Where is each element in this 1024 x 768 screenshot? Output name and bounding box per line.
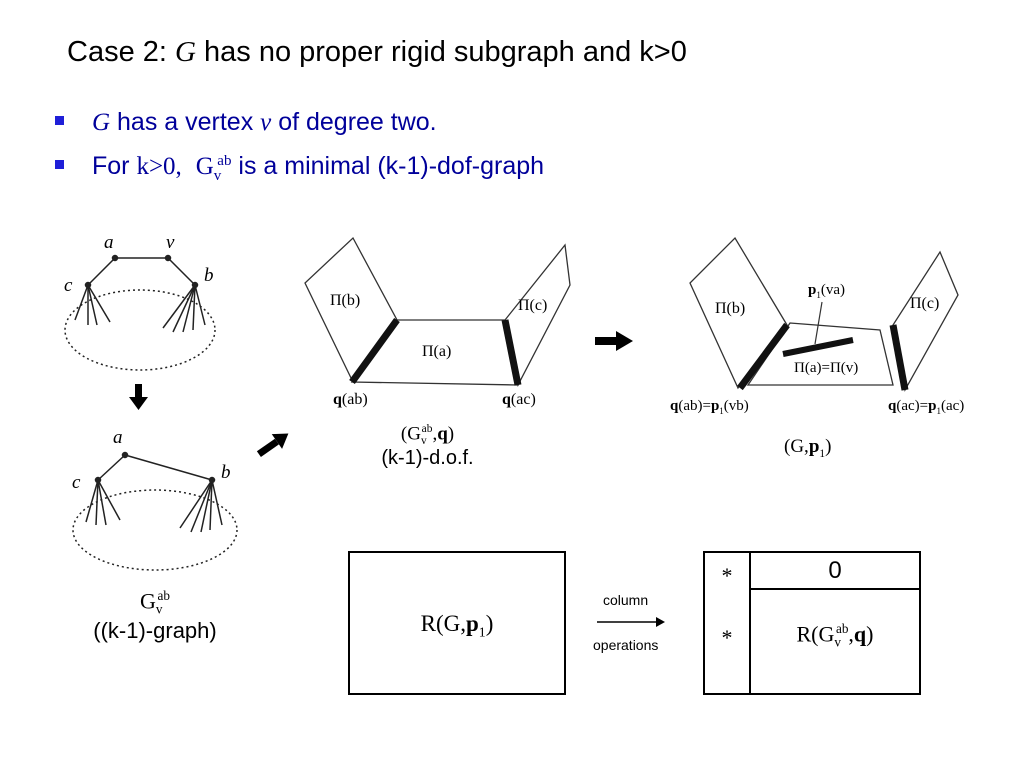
label-c: c bbox=[72, 472, 81, 493]
edge bbox=[97, 454, 126, 481]
edge bbox=[182, 284, 196, 333]
bullet-square-icon bbox=[55, 115, 64, 125]
page-title: Case 2: G has no proper rigid subgraph a… bbox=[67, 36, 687, 68]
label-q-ab: q(ab) bbox=[333, 391, 368, 408]
bullet-2: For k>0, Gvab is a minimal (k-1)-dof-gra… bbox=[55, 152, 544, 185]
label-pi-c: Π(c) bbox=[910, 295, 940, 312]
label-a: a bbox=[113, 427, 123, 448]
label-pi-b: Π(b) bbox=[330, 292, 361, 309]
edge bbox=[172, 284, 196, 333]
right-caption: (G,p1) bbox=[784, 436, 832, 460]
edge bbox=[211, 479, 223, 526]
matrix-divider-horizontal bbox=[749, 588, 919, 590]
edge bbox=[87, 284, 111, 323]
mid-figure bbox=[304, 236, 571, 387]
vertex-dot bbox=[121, 451, 129, 459]
bar-ab bbox=[349, 317, 400, 385]
matrix-left: R(G,p1) bbox=[348, 551, 566, 695]
label-pi-a: Π(a) bbox=[422, 343, 452, 360]
label-pi-a-pi-v: Π(a)=Π(v) bbox=[794, 360, 859, 376]
edge bbox=[209, 479, 213, 531]
vertex-dot bbox=[111, 254, 119, 262]
graph-bottom bbox=[72, 451, 238, 571]
bar-ac bbox=[501, 319, 522, 386]
matrix-star-bottom: * bbox=[721, 625, 733, 650]
gv-caption: Gvab ((k-1)-graph) bbox=[93, 588, 217, 643]
label-q-ab-p1-vb: q(ab)=p1(vb) bbox=[670, 398, 749, 416]
vertex-dot bbox=[94, 476, 102, 484]
label-pi-b: Π(b) bbox=[715, 300, 746, 317]
arrow-down-icon bbox=[129, 384, 148, 410]
matrix-right: * 0 * R(Gvab,q) bbox=[703, 551, 921, 695]
bar-ac bbox=[889, 324, 909, 391]
edge bbox=[192, 284, 196, 331]
graph-top-path bbox=[87, 257, 196, 286]
vertex-dot bbox=[191, 281, 199, 289]
edge bbox=[85, 479, 99, 523]
pointer-line bbox=[814, 301, 823, 345]
label-a: a bbox=[104, 232, 114, 253]
vertex-dot bbox=[164, 254, 172, 262]
graph-top-region bbox=[64, 289, 216, 371]
mid-caption: (Gvab,q) (k-1)-d.o.f. bbox=[381, 423, 474, 470]
matrix-zero: 0 bbox=[828, 557, 842, 584]
bar-ab bbox=[737, 322, 790, 391]
label-q-ac: q(ac) bbox=[502, 391, 536, 408]
label-v: v bbox=[166, 232, 175, 253]
label-b: b bbox=[221, 462, 231, 483]
arrow-right-icon bbox=[595, 331, 633, 351]
bullet-square-icon bbox=[55, 159, 64, 169]
label-p1-va: p1(va) bbox=[808, 282, 845, 300]
bar-va bbox=[782, 337, 854, 357]
column-operations-arrow bbox=[597, 617, 665, 627]
edge bbox=[179, 479, 213, 529]
edge bbox=[124, 454, 213, 481]
edge bbox=[162, 284, 196, 329]
label-column: column bbox=[603, 592, 649, 608]
matrix-divider-vertical bbox=[749, 553, 751, 693]
right-figure bbox=[689, 236, 959, 392]
edge bbox=[190, 479, 213, 533]
edge bbox=[97, 479, 107, 526]
label-q-ac-p1-ac: q(ac)=p1(ac) bbox=[888, 398, 965, 416]
arrow-diagonal-icon bbox=[256, 433, 289, 458]
label-c: c bbox=[64, 275, 73, 296]
edge bbox=[87, 284, 98, 326]
label-pi-c: Π(c) bbox=[518, 297, 548, 314]
edge bbox=[95, 479, 99, 526]
edge bbox=[200, 479, 213, 533]
graph-top bbox=[64, 254, 216, 371]
edge bbox=[74, 284, 89, 321]
matrix-right-label: R(Gvab,q) bbox=[796, 621, 874, 650]
vertex-dot bbox=[84, 281, 92, 289]
label-b: b bbox=[204, 265, 214, 286]
graph-bottom-region bbox=[72, 489, 238, 571]
label-operations: operations bbox=[593, 637, 659, 653]
matrix-left-label: R(G,p1) bbox=[420, 611, 494, 640]
edge bbox=[97, 479, 121, 521]
vertex-dot bbox=[208, 476, 216, 484]
edge bbox=[194, 284, 206, 326]
matrix-star-top: * bbox=[721, 563, 733, 588]
bullet-1: G has a vertex v of degree two. bbox=[55, 108, 437, 137]
